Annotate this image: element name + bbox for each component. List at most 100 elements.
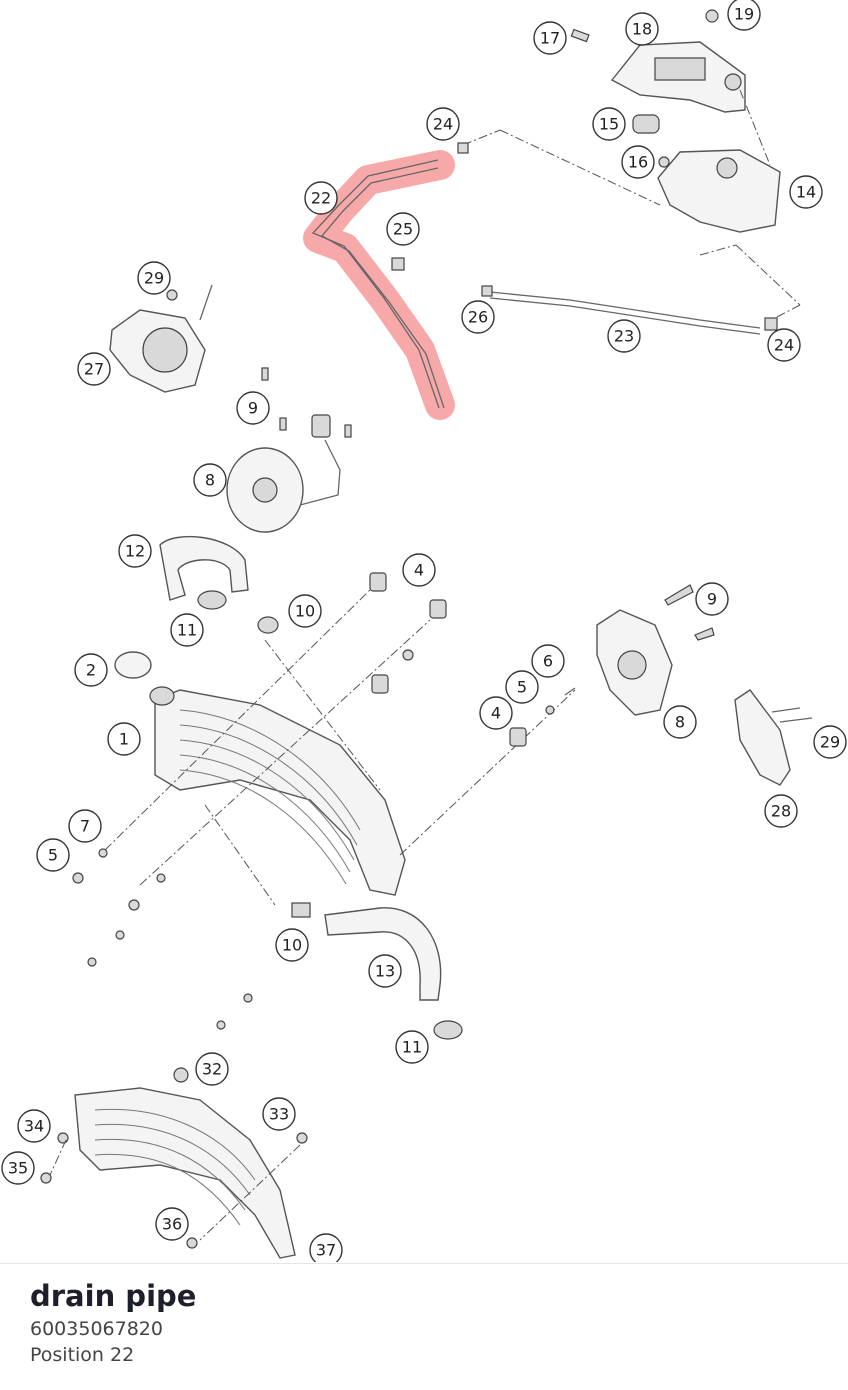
svg-text:14: 14 [796,183,816,202]
callout-4b[interactable]: 4 [479,696,513,730]
washer-6[interactable] [402,649,414,661]
callout-19[interactable]: 19 [727,0,761,31]
callout-13[interactable]: 13 [368,954,402,988]
callout-4[interactable]: 4 [402,553,436,587]
callout-36[interactable]: 36 [155,1207,189,1241]
rubber-mount-4b[interactable] [429,599,447,619]
screw-9c[interactable] [344,424,352,438]
callout-5[interactable]: 5 [505,670,539,704]
screw-29-right[interactable] [771,707,801,713]
radiator[interactable] [154,689,406,896]
callout-8[interactable]: 8 [193,463,227,497]
screw-29-right-b[interactable] [779,717,813,723]
screw-6[interactable] [564,687,576,696]
callout-23[interactable]: 23 [607,319,641,353]
callout-33[interactable]: 33 [262,1097,296,1131]
callout-10[interactable]: 10 [288,594,322,628]
expansion-tank[interactable] [657,149,781,233]
nut[interactable] [87,957,97,967]
washer[interactable] [156,873,166,883]
nut-35[interactable] [40,1172,52,1184]
rubber-mount-4[interactable] [369,572,387,592]
hose-clamp-11[interactable] [197,590,227,610]
washer-7[interactable] [98,848,108,858]
radiator-guard[interactable] [74,1087,296,1259]
callout-10b[interactable]: 10 [275,928,309,962]
coolant-hose-lower[interactable] [324,907,442,1001]
overflow-hose[interactable] [489,291,761,329]
callout-29[interactable]: 29 [137,261,171,295]
tank-cap[interactable] [632,114,660,134]
callout-17[interactable]: 17 [533,21,567,55]
callout-6[interactable]: 6 [531,644,565,678]
callout-24b[interactable]: 24 [767,328,801,362]
nut[interactable] [128,899,140,911]
callout-14[interactable]: 14 [789,175,823,209]
callout-2[interactable]: 2 [74,653,108,687]
hose-clamp-24b[interactable] [764,317,778,331]
callout-29b[interactable]: 29 [813,725,847,759]
callout-18[interactable]: 18 [625,12,659,46]
rubber-mount-4d[interactable] [509,727,527,747]
callout-1[interactable]: 1 [107,722,141,756]
screw-9b[interactable] [279,417,287,431]
coolant-hose-upper[interactable] [159,535,249,601]
svg-text:4: 4 [414,561,424,580]
callout-25[interactable]: 25 [386,212,420,246]
hose-clamp-11-lower[interactable] [433,1020,463,1040]
nut[interactable] [243,993,253,1003]
callout-35[interactable]: 35 [1,1151,35,1185]
callout-37[interactable]: 37 [309,1233,343,1262]
screw-9-right-b[interactable] [694,627,715,641]
washer-5[interactable] [545,705,555,715]
svg-text:7: 7 [80,817,90,836]
bolt-33[interactable] [296,1132,308,1144]
leader-line [739,89,771,166]
callout-9[interactable]: 9 [236,391,270,425]
svg-text:18: 18 [632,20,652,39]
hose-clip-25[interactable] [391,257,405,271]
callout-27[interactable]: 27 [77,352,111,386]
screw-19[interactable] [705,9,719,23]
screw-17[interactable] [570,28,590,43]
rubber-mount-4c[interactable] [371,674,389,694]
svg-text:15: 15 [599,115,619,134]
screw-9[interactable] [261,367,269,381]
callout-9b[interactable]: 9 [695,582,729,616]
grommet-32[interactable] [173,1067,189,1083]
callout-34[interactable]: 34 [17,1109,51,1143]
hose-clamp-10[interactable] [257,616,279,634]
screw-29[interactable] [199,284,213,321]
nut[interactable] [115,930,125,940]
callout-26[interactable]: 26 [461,300,495,334]
callout-11b[interactable]: 11 [395,1030,429,1064]
callout-12[interactable]: 12 [118,534,152,568]
exploded-parts-diagram[interactable]: 1 2 4 4 5 5 6 7 8 8 9 9 10 10 11 11 12 1… [0,0,848,1262]
grommet-29[interactable] [166,289,178,301]
hose-clamp-10-lower[interactable] [291,902,311,918]
callout-32[interactable]: 32 [195,1052,229,1086]
washer-34[interactable] [57,1132,69,1144]
hose-clamp-24[interactable] [457,142,469,154]
callout-28[interactable]: 28 [764,794,798,828]
radiator-cap[interactable] [114,651,152,679]
callout-7[interactable]: 7 [68,809,102,843]
callout-5b[interactable]: 5 [36,838,70,872]
fan-cable [299,439,341,506]
nut-5[interactable] [72,872,84,884]
hose-clip-26[interactable] [481,285,493,297]
callout-15[interactable]: 15 [592,107,626,141]
nut[interactable] [216,1020,226,1030]
callout-16[interactable]: 16 [621,145,655,179]
fan-connector[interactable] [311,414,331,438]
right-fan-cover[interactable] [734,689,791,786]
callout-11[interactable]: 11 [170,613,204,647]
screw-9-right[interactable] [664,584,694,606]
callout-22[interactable]: 22 [304,181,338,215]
callout-8b[interactable]: 8 [663,705,697,739]
tank-cap-seal[interactable] [658,156,670,168]
callout-24[interactable]: 24 [426,107,460,141]
leader-line [204,804,276,906]
part-position: Position 22 [30,1344,135,1366]
bolt-36[interactable] [186,1237,198,1249]
